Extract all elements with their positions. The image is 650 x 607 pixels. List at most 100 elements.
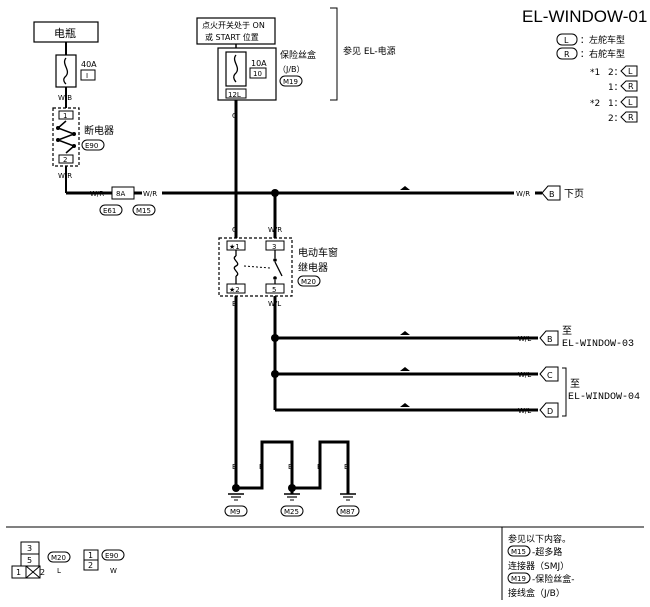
- connector-e90-face: 1 2 E90 W: [83, 549, 125, 575]
- e90-cell-1: 1: [88, 551, 93, 560]
- fuse-40a: 40A I: [55, 54, 97, 88]
- e90-wire-color: W: [110, 567, 117, 575]
- see-power-reference: 参见 EL-电源: [343, 45, 396, 57]
- fuse-block-pin-12l: 12L: [228, 91, 241, 99]
- m20-cell-4: 2: [40, 568, 45, 577]
- relay-label-1: 电动车窗: [298, 246, 338, 259]
- m20-cell-1: 3: [27, 544, 32, 553]
- legend-r-text: ：右舵车型: [580, 48, 625, 60]
- relay-pin3: 3: [272, 243, 276, 251]
- to-label-1: 至: [562, 325, 572, 337]
- breaker-connector: E90: [85, 142, 98, 150]
- ref-m19-code: M19: [511, 575, 526, 583]
- breaker-pin2: 2: [63, 156, 67, 164]
- legend-star1-row2-code: R: [628, 82, 634, 91]
- wire-b-label-5: B: [317, 463, 322, 471]
- diagram-title: EL-WINDOW-01: [522, 7, 647, 26]
- ground-m25-label: M25: [284, 508, 299, 516]
- next-page-label: 下页: [564, 188, 584, 200]
- relay-pin5: 5: [272, 286, 276, 294]
- circuit-breaker: 1 2 断电器 E90: [52, 107, 114, 167]
- m20-code: M20: [51, 554, 66, 562]
- fuse-10a-number: 10: [253, 70, 262, 78]
- fuse-40a-number: I: [86, 72, 88, 80]
- legend-l-code: L: [564, 36, 569, 45]
- ignition-note: 点火开关处于 ON 或 START 位置: [196, 17, 276, 45]
- fuse-block-label: 保险丝盒: [280, 49, 316, 61]
- wire-wl-label-2: W/L: [518, 335, 531, 343]
- fuse-block-jb: 10A 10 12L 保险丝盒 （J/B） M19: [217, 47, 316, 101]
- breaker-label: 断电器: [84, 124, 114, 137]
- arrow-b-code: B: [547, 335, 553, 344]
- ground-m9-label: M9: [230, 508, 241, 516]
- ground-m25: M25: [280, 488, 304, 517]
- to-el-window-03: EL-WINDOW-03: [562, 339, 634, 350]
- connector-e61: E61: [103, 207, 116, 215]
- ref-m19-text: -保险丝盒-: [532, 573, 575, 585]
- fusible-link-label: 8A: [116, 190, 125, 198]
- legend-star2-row2-code: R: [628, 113, 634, 122]
- fuse-block-connector: M19: [283, 78, 298, 86]
- battery-label: 电瓶: [54, 26, 76, 40]
- wire-b-label-6: B: [344, 463, 349, 471]
- relay-label-2: 继电器: [298, 261, 328, 274]
- connector-m20-face: 3 5 1 2 M20 L: [11, 541, 71, 579]
- fuse-40a-rating: 40A: [81, 60, 97, 69]
- legend-star1-row2: 1：: [608, 83, 623, 93]
- wire-g-label-2: G: [232, 226, 237, 234]
- ignition-note-line2: 或 START 位置: [205, 32, 259, 42]
- arrow-d-code: D: [547, 407, 553, 416]
- legend-star2-row1-code: L: [628, 98, 633, 107]
- wire-wr-label-3: W/R: [143, 190, 157, 198]
- connector-m15: M15: [136, 207, 151, 215]
- legend-star1: *1: [590, 68, 600, 78]
- fuse-10a-rating: 10A: [251, 59, 267, 68]
- wire-wr-label-5: W/R: [268, 226, 282, 234]
- relay-pin1: ★1: [229, 243, 240, 251]
- m20-wire-color: L: [57, 567, 61, 575]
- ref-m15-text: -超多路: [532, 546, 562, 558]
- wire-wr-label-1: W/R: [58, 172, 72, 180]
- legend-star2-row2: 2：: [608, 114, 623, 124]
- fusible-link-8a: 8A E61 M15: [99, 186, 156, 216]
- power-window-relay: ★1 ★2 3 5 电动车窗 继电器 M20: [218, 237, 338, 297]
- relay-connector: M20: [301, 278, 316, 286]
- wire-wb-label: W/B: [58, 94, 72, 102]
- reference-notes: 参见以下内容。 M15 -超多路 连接器（SMJ） M19 -保险丝盒- 接线盒…: [507, 533, 575, 599]
- battery: 电瓶: [33, 21, 99, 43]
- legend-star1-row1: 2：: [608, 68, 623, 78]
- legend-star2-row1: 1：: [608, 99, 623, 109]
- relay-pin2: ★2: [229, 286, 240, 294]
- legend-star2: *2: [590, 99, 600, 109]
- ground-m87-label: M87: [340, 508, 355, 516]
- e90-cell-2: 2: [88, 561, 93, 570]
- wire-b-label-2: B: [232, 463, 237, 471]
- wire-wl-label-3: W/L: [518, 371, 531, 379]
- wire-wl-label-4: W/L: [518, 407, 531, 415]
- wire-wr-label-2: W/R: [90, 190, 104, 198]
- ignition-note-line1: 点火开关处于 ON: [202, 20, 265, 30]
- ref-smj: 连接器（SMJ）: [508, 560, 569, 572]
- breaker-pin1: 1: [63, 112, 67, 120]
- wire-g-label-1: G: [232, 112, 237, 120]
- wire-b-label-1: B: [232, 300, 237, 308]
- ref-jb: 接线盒（J/B）: [508, 587, 565, 599]
- legend-l-text: ：左舵车型: [580, 34, 625, 46]
- wire-wl-label-1: W/L: [268, 300, 281, 308]
- ref-title: 参见以下内容。: [508, 533, 571, 545]
- legend: L ：左舵车型 R ：右舵车型 *1 2： L 1： R *2 1： L 2： …: [556, 33, 638, 124]
- fuse-block-jb-label: （J/B）: [278, 65, 305, 74]
- m20-cell-2: 5: [27, 556, 32, 565]
- arrow-c-code: C: [547, 371, 553, 380]
- ground-m87: M87: [336, 488, 360, 517]
- m20-cell-3: 1: [16, 568, 21, 577]
- wire-b-label-4: B: [288, 463, 293, 471]
- e90-code: E90: [105, 552, 118, 560]
- wire-wr-label-4: W/R: [516, 190, 530, 198]
- to-el-window-04: EL-WINDOW-04: [568, 392, 640, 403]
- legend-star1-row1-code: L: [628, 67, 633, 76]
- next-page-arrow-code: B: [549, 190, 555, 199]
- to-label-2: 至: [570, 378, 580, 390]
- ref-m15-code: M15: [511, 548, 526, 556]
